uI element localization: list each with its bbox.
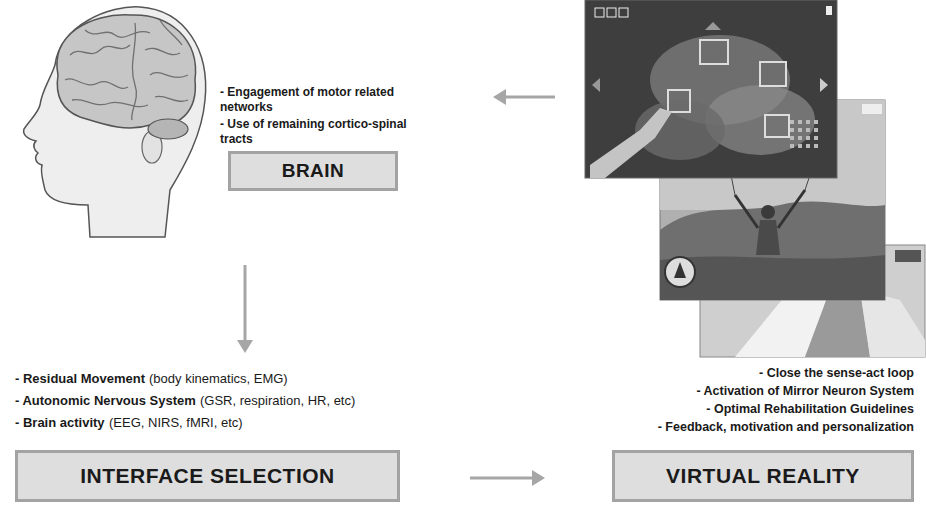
connector-line	[503, 96, 555, 99]
bullet-text: - Optimal Rehabilitation Guidelines	[706, 402, 914, 418]
bullet-text: - Autonomic Nervous System	[15, 393, 196, 409]
bullet-text: (GSR, respiration, HR, etc)	[200, 393, 355, 409]
bullet-text: - Feedback, motivation and personalizati…	[658, 420, 914, 436]
arrow-head	[237, 340, 253, 353]
bullet-text: - Engagement of motor related networks	[220, 85, 435, 115]
diagram-node: - Close the sense-act loop - Activation o…	[555, 0, 926, 507]
connector-line	[470, 477, 535, 480]
head-illustration	[24, 7, 206, 237]
connector-arrow	[470, 470, 545, 486]
bullet-text: - Activation of Mirror Neuron System	[696, 384, 914, 400]
connector-arrow	[493, 89, 555, 105]
bullet-text: - Close the sense-act loop	[759, 366, 914, 382]
vr-screenshots	[585, 0, 925, 357]
connector-arrow	[237, 265, 253, 353]
box-frame: INTERFACE SELECTION	[15, 450, 400, 502]
bullet-text: - Residual Movement	[15, 371, 145, 387]
bullet-text: (body kinematics, EMG)	[149, 371, 288, 387]
connector-line	[244, 265, 247, 343]
bullet-text: - Brain activity	[15, 415, 105, 431]
box-frame: VIRTUAL REALITY	[612, 450, 914, 502]
bullet-text: - Use of remaining cortico-spinal tracts	[220, 117, 435, 147]
box-title: VIRTUAL REALITY	[666, 463, 860, 489]
bullet-text: (EEG, NIRS, fMRI, etc)	[109, 415, 243, 431]
arrow-head	[532, 470, 545, 486]
box-frame: BRAIN	[228, 151, 398, 191]
box-title: BRAIN	[282, 159, 345, 183]
diagram-node: - Engagement of motor related networks- …	[10, 5, 490, 240]
diagram-node: - Residual Movement(body kinematics, EMG…	[10, 365, 405, 507]
arrow-head	[493, 89, 506, 105]
box-title: INTERFACE SELECTION	[80, 463, 335, 489]
